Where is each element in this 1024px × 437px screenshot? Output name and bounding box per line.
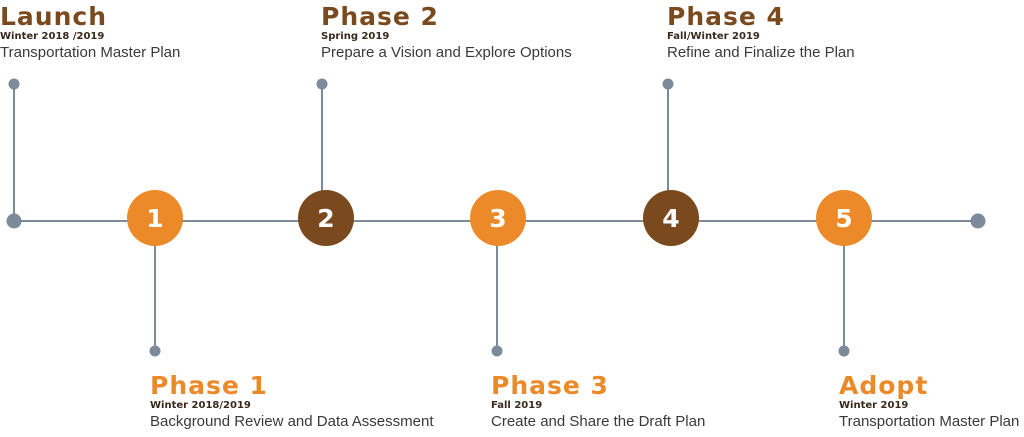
adopt-title: Adopt [839, 371, 929, 400]
adopt-label: Adopt Winter 2019 Transportation Master … [839, 373, 1019, 432]
step-circle-1: 1 [127, 190, 183, 246]
adopt-description: Transportation Master Plan [839, 413, 1020, 430]
launch-title: Launch [0, 2, 108, 31]
phase2-title: Phase 2 [321, 2, 439, 31]
step-circle-5: 5 [816, 190, 872, 246]
launch-label: Launch Winter 2018 /2019 Transportation … [0, 4, 180, 63]
phase1-date: Winter 2018/2019 [150, 400, 251, 411]
phase1-description: Background Review and Data Assessment [150, 413, 434, 430]
phase3-label: Phase 3 Fall 2019 Create and Share the D… [491, 373, 705, 432]
phase4-connector-dot [662, 78, 674, 90]
phase2-label: Phase 2 Spring 2019 Prepare a Vision and… [321, 4, 572, 63]
timeline-end-dot [970, 213, 986, 229]
phase1-title: Phase 1 [150, 371, 268, 400]
step-circle-3: 3 [470, 190, 526, 246]
phase2-description: Prepare a Vision and Explore Options [321, 44, 572, 61]
step-number-1: 1 [146, 204, 163, 233]
launch-date: Winter 2018 /2019 [0, 31, 105, 42]
launch-connector-dot [8, 78, 20, 90]
phase2-connector-dot [316, 78, 328, 90]
step-circle-2: 2 [298, 190, 354, 246]
launch-description: Transportation Master Plan [0, 44, 181, 61]
phase4-title: Phase 4 [667, 2, 785, 31]
phase1-label: Phase 1 Winter 2018/2019 Background Revi… [150, 373, 433, 432]
phase3-date: Fall 2019 [491, 400, 543, 411]
step-circle-4: 4 [643, 190, 699, 246]
phase3-connector-dot [491, 345, 503, 357]
adopt-date: Winter 2019 [839, 400, 909, 411]
phase4-description: Refine and Finalize the Plan [667, 44, 855, 61]
phase4-date: Fall/Winter 2019 [667, 31, 760, 42]
step-number-3: 3 [489, 204, 506, 233]
phase2-date: Spring 2019 [321, 31, 390, 42]
step-number-2: 2 [317, 204, 334, 233]
step-number-4: 4 [662, 204, 679, 233]
phase3-description: Create and Share the Draft Plan [491, 413, 706, 430]
phase4-label: Phase 4 Fall/Winter 2019 Refine and Fina… [667, 4, 855, 63]
step-number-5: 5 [835, 204, 852, 233]
adopt-connector-dot [838, 345, 850, 357]
phase3-title: Phase 3 [491, 371, 609, 400]
phase1-connector-dot [149, 345, 161, 357]
